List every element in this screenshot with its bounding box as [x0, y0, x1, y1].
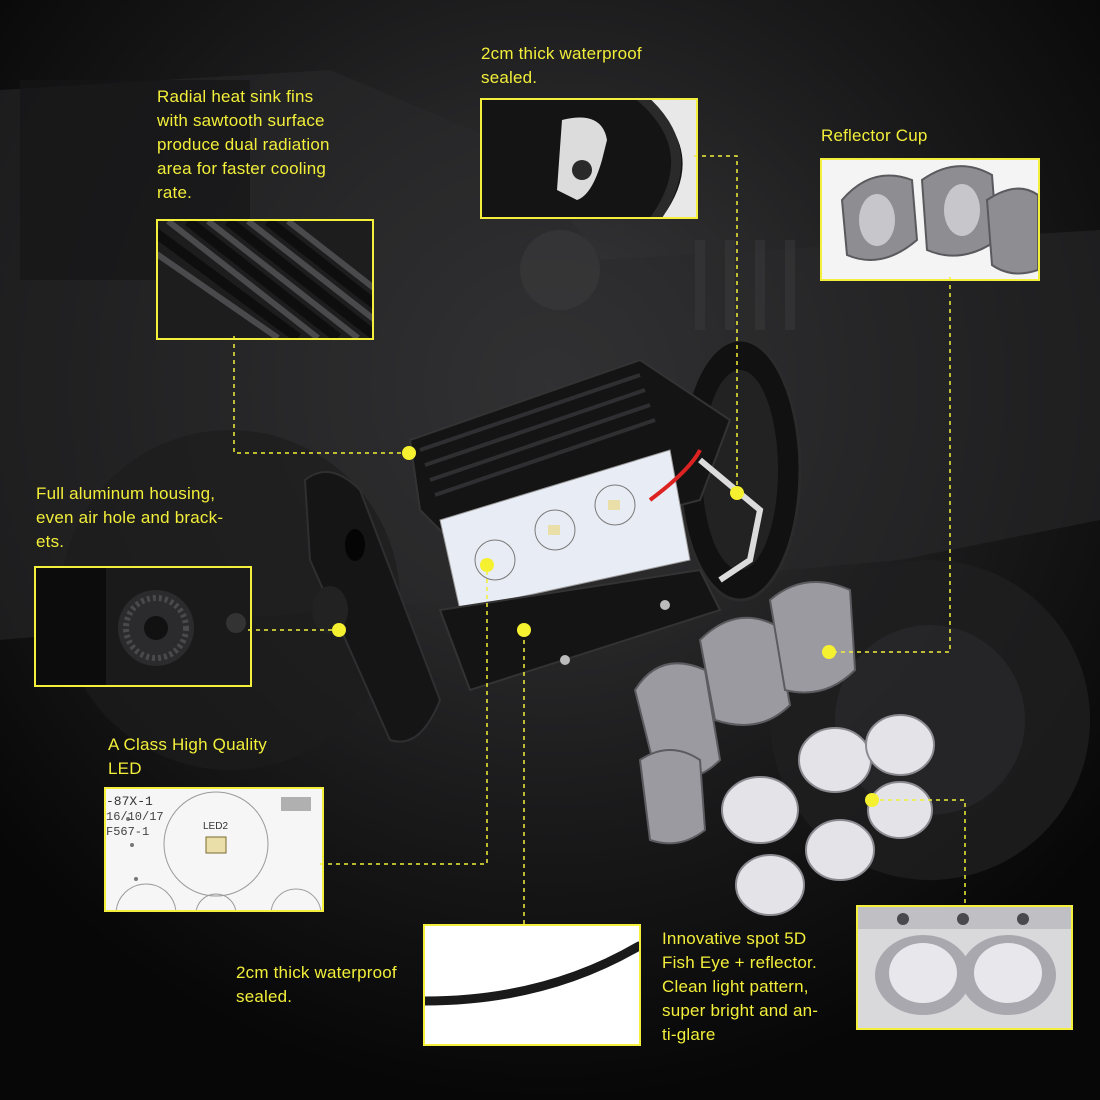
pcb-date-label: 16/10/17 [106, 810, 164, 824]
lens-detail-box [856, 905, 1073, 1030]
caption-reflector-cup: Reflector Cup [821, 126, 928, 145]
housing-bracket-detail-box [34, 566, 252, 687]
gasket-detail-icon [425, 926, 639, 1044]
seal-detail-box [480, 98, 698, 219]
caption-waterproof-bottom: 2cm thick waterproof sealed. [236, 963, 397, 1006]
reflector-cup-detail-icon [822, 160, 1038, 279]
reflector-cup-detail-box [820, 158, 1040, 281]
pcb-board-id-label: F567-1 [106, 825, 149, 839]
lens-detail-icon [858, 907, 1071, 1028]
gasket-detail-box [423, 924, 641, 1046]
caption-led: A Class High Quality LED [108, 735, 267, 778]
caption-heat-sink: Radial heat sink fins with sawtooth surf… [157, 87, 330, 202]
light-assembly-icon [303, 338, 935, 916]
led-chip-detail-box: -87X-1 16/10/17 F567-1 LED2 [104, 787, 324, 912]
pcb-part-code-label: -87X-1 [106, 794, 153, 809]
led-chip-detail-icon: -87X-1 16/10/17 F567-1 LED2 [106, 789, 322, 910]
light-assembly-illustration [303, 338, 935, 916]
pcb-led-id-label: LED2 [203, 821, 228, 832]
caption-waterproof-top: 2cm thick waterproof sealed. [481, 44, 642, 87]
heat-sink-detail-icon [158, 221, 372, 338]
seal-detail-icon [482, 100, 696, 217]
caption-fish-eye: Innovative spot 5D Fish Eye + reflector.… [662, 929, 819, 1044]
heat-sink-detail-box [156, 219, 374, 340]
housing-bracket-detail-icon [36, 568, 250, 685]
caption-housing: Full aluminum housing, even air hole and… [36, 484, 224, 551]
